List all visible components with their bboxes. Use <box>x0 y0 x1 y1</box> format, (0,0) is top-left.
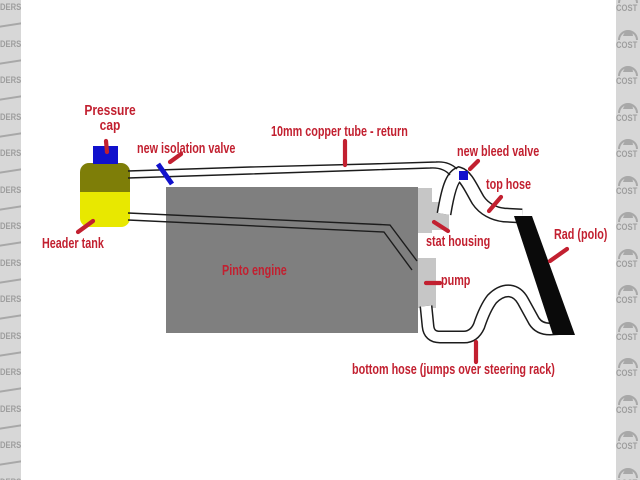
watermark-right-text: COST <box>616 295 638 305</box>
pointer-top-hose <box>486 194 504 214</box>
header-tank-top <box>80 163 130 192</box>
feed-line-lower <box>127 219 413 271</box>
label-bleed-valve-text: new bleed valve <box>457 143 540 160</box>
label-stat-housing-text: stat housing <box>426 233 491 250</box>
feed-line-upper <box>127 212 418 262</box>
watermark-logo-icon <box>617 136 639 150</box>
label-top-hose-text: top hose <box>486 176 531 193</box>
watermark-left-text: DERS. <box>0 367 21 377</box>
watermark-left-strip: DERS. DERS. DERS. DERS. DERS. DERS. DERS. DERS.… <box>0 0 21 480</box>
pointer-radiator <box>547 246 570 264</box>
pointer-bleed-valve <box>467 158 481 172</box>
label-radiator-text: Rad (polo) <box>554 226 608 243</box>
watermark-right-text: COST <box>616 112 638 123</box>
watermark-logo-icon <box>617 63 639 77</box>
watermark-right-text: COST <box>616 478 637 480</box>
label-bleed-valve: new bleed valve <box>457 144 571 159</box>
watermark-left-text: DERS. <box>0 257 21 268</box>
label-header-tank-text: Header tank <box>42 235 104 252</box>
label-header-tank: Header tank <box>42 236 128 251</box>
label-top-hose: top hose <box>486 177 549 192</box>
watermark-right-text: COST <box>616 222 638 232</box>
label-pressure-line2: cap <box>99 117 121 134</box>
watermark-right-text: COST <box>616 185 638 196</box>
watermark-right-text: COST <box>616 76 638 86</box>
watermark-logo-icon <box>617 246 639 260</box>
label-engine-text: Pinto engine <box>222 262 287 279</box>
watermark-left-text: DERS. <box>0 477 21 480</box>
watermark-logo-icon <box>617 173 639 187</box>
watermark-logo-icon <box>617 428 639 442</box>
pointer-pressure-cap <box>103 138 110 155</box>
watermark-right-strip: COST COST COST COST COST COST COST COST COST COST… <box>616 0 640 480</box>
watermark-logo-icon <box>617 282 639 296</box>
label-pump-text: pump <box>441 272 471 289</box>
watermark-left-text: DERS. <box>0 330 21 341</box>
label-isolation-valve-text: new isolation valve <box>137 140 236 157</box>
stat-housing-strip <box>418 188 432 233</box>
watermark-right-text: COST <box>616 331 638 342</box>
watermark-right-text: COST <box>616 368 638 378</box>
watermark-right-text: COST <box>616 258 638 269</box>
watermark-left-text: DERS. <box>0 294 21 304</box>
watermark-left-text: DERS. <box>0 440 21 450</box>
watermark-left-text: DERS. <box>0 38 21 49</box>
watermark-logo-icon <box>617 27 639 41</box>
watermark-logo-icon <box>617 209 639 223</box>
pointer-header-tank <box>75 218 96 235</box>
watermark-right-text: COST <box>616 3 638 13</box>
label-copper-tube-text: 10mm copper tube - return <box>271 123 408 140</box>
watermark-logo-icon <box>617 355 639 369</box>
label-pressure-line1: Pressure <box>84 102 136 119</box>
copper-tube-upper <box>127 161 458 172</box>
radiator <box>514 216 575 335</box>
label-stat-housing: stat housing <box>426 234 515 249</box>
pointer-isolation-valve <box>167 151 184 165</box>
watermark-left-text: DERS. <box>0 148 21 158</box>
top-hose-core <box>438 167 523 222</box>
watermark-right-text: COST <box>616 39 638 50</box>
label-bottom-hose-text: bottom hose (jumps over steering rack) <box>352 361 555 378</box>
watermark-logo-icon <box>617 392 639 406</box>
pressure-cap <box>93 146 118 164</box>
isolation-valve <box>155 162 175 186</box>
watermark-right-text: COST <box>616 404 638 415</box>
engine-block <box>166 187 418 333</box>
watermark-right-text: COST <box>616 149 638 159</box>
label-bottom-hose: bottom hose (jumps over steering rack) <box>352 362 634 377</box>
pointer-lines <box>75 138 570 365</box>
header-tank <box>80 163 130 227</box>
bottom-hose-core <box>421 285 569 342</box>
watermark-left-text: DERS. <box>0 111 21 122</box>
label-engine: Pinto engine <box>222 263 312 278</box>
watermark-logo-icon <box>617 465 639 479</box>
header-tank-bottom <box>80 192 130 227</box>
bleed-valve <box>459 171 468 180</box>
copper-tube-lower <box>127 167 451 179</box>
label-pressure-cap: Pressure cap <box>70 103 150 133</box>
watermark-left-text: DERS. <box>0 221 21 231</box>
watermark-logo-icon <box>617 100 639 114</box>
label-radiator: Rad (polo) <box>554 227 628 242</box>
watermark-right-text: COST <box>616 441 638 451</box>
watermark-left-text: DERS. <box>0 184 21 195</box>
watermark-left-text: DERS. <box>0 403 21 414</box>
label-copper-tube: 10mm copper tube - return <box>271 124 461 139</box>
watermark-left-text: DERS. <box>0 2 21 12</box>
label-isolation-valve: new isolation valve <box>137 141 274 156</box>
pointer-stat-housing <box>431 219 451 234</box>
watermark-logo-icon <box>617 319 639 333</box>
label-pump: pump <box>441 273 482 288</box>
watermark-left-text: DERS. <box>0 75 21 85</box>
